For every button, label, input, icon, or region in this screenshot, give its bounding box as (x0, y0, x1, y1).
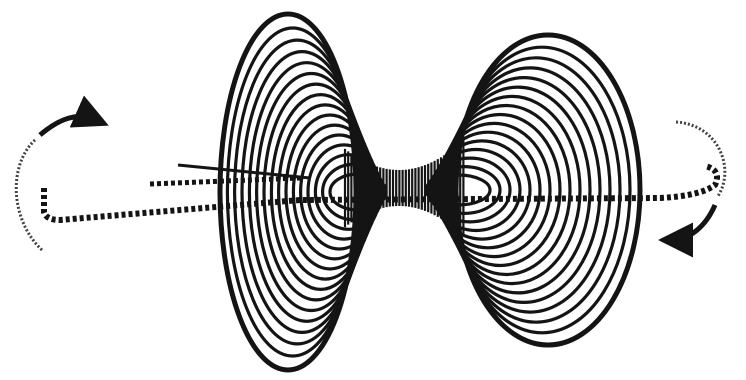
right-funnel (426, 35, 640, 345)
left-rotation-arrow (16, 116, 96, 250)
right-rotation-arrow (672, 122, 725, 240)
